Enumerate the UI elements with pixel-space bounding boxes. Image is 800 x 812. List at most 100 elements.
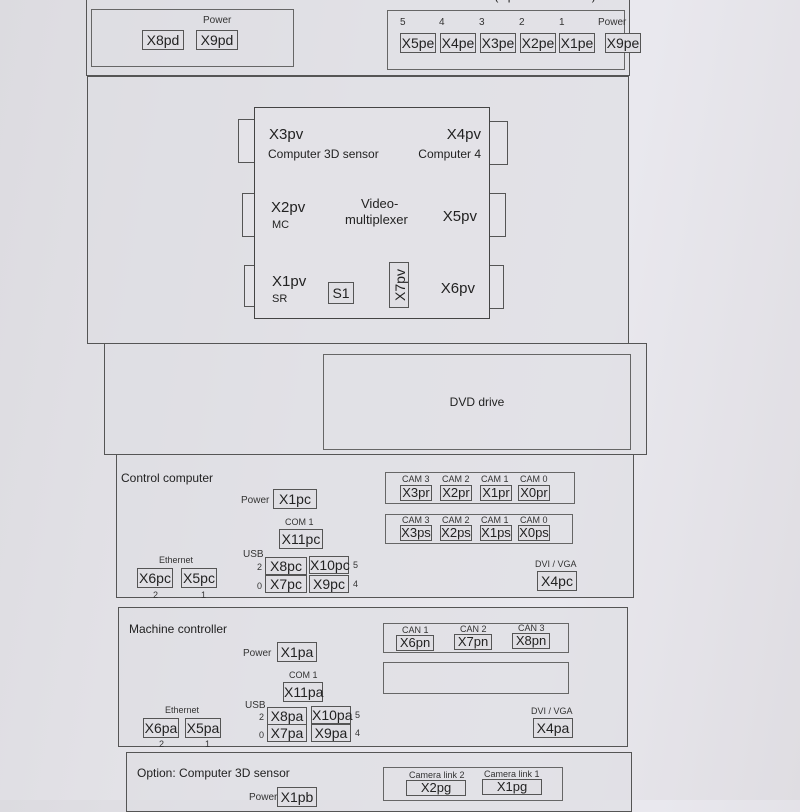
computer-3d-sensor-section: Option: Computer 3D sensor Power X1pb Ca… bbox=[126, 752, 632, 812]
connector-X4pc[interactable]: X4pc bbox=[537, 571, 577, 591]
mc-usb-num-0: 0 bbox=[259, 730, 265, 740]
mc-dvi-label: DVI / VGA bbox=[531, 706, 573, 716]
connector-X7pa[interactable]: X7pa bbox=[267, 724, 307, 742]
connector-X2pr[interactable]: X2pr bbox=[440, 485, 472, 501]
connector-X9pa[interactable]: X9pa bbox=[311, 724, 351, 742]
cc-usb-num-0: 0 bbox=[257, 581, 263, 591]
connector-X1pc[interactable]: X1pc bbox=[273, 489, 317, 509]
cam2-r-label: CAM 2 bbox=[442, 474, 470, 484]
connector-X8pa[interactable]: X8pa bbox=[267, 707, 307, 725]
connector-X7pn[interactable]: X7pn bbox=[454, 634, 492, 650]
usb-hub-power-label: Power bbox=[203, 15, 232, 26]
cc-dvi-label: DVI / VGA bbox=[535, 559, 577, 569]
connector-X2pg[interactable]: X2pg bbox=[406, 780, 466, 796]
connector-X9pd[interactable]: X9pd bbox=[196, 30, 238, 50]
connector-X1pe[interactable]: X1pe bbox=[559, 33, 595, 53]
connector-X1ps[interactable]: X1ps bbox=[480, 525, 512, 541]
dvd-drive-box: DVD drive bbox=[323, 354, 631, 450]
c3d-power-label: Power bbox=[249, 792, 278, 803]
cc-eth-num-2: 2 bbox=[153, 590, 159, 600]
cc-usb-num-5: 5 bbox=[353, 560, 359, 570]
connector-X4pe[interactable]: X4pe bbox=[440, 33, 476, 53]
connector-X7pv[interactable]: X7pv bbox=[389, 262, 409, 308]
connector-X5pe[interactable]: X5pe bbox=[400, 33, 436, 53]
connector-X6pa[interactable]: X6pa bbox=[143, 718, 179, 738]
cc-com-label: COM 1 bbox=[285, 517, 314, 527]
cam0-r-label: CAM 0 bbox=[520, 474, 548, 484]
eth-port-4-label: 4 bbox=[439, 17, 445, 28]
connector-X3ps[interactable]: X3ps bbox=[400, 525, 432, 541]
machine-controller-section: Machine controller Power X1pa COM 1 X11p… bbox=[118, 607, 628, 749]
mc-usb-num-2: 2 bbox=[259, 712, 265, 722]
cam2-s-label: CAM 2 bbox=[442, 515, 470, 525]
connector-X2ps[interactable]: X2ps bbox=[440, 525, 472, 541]
connector-X9pc[interactable]: X9pc bbox=[309, 575, 349, 593]
connector-X9pe[interactable]: X9pe bbox=[605, 33, 641, 53]
x2pv-label: X2pv bbox=[271, 199, 306, 216]
mc-power-label: Power bbox=[243, 648, 272, 659]
connector-X6pn[interactable]: X6pn bbox=[396, 635, 434, 651]
connector-X6pc[interactable]: X6pc bbox=[137, 568, 173, 588]
cam-row-s: CAM 3 CAM 2 CAM 1 CAM 0 X3ps X2ps X1ps X… bbox=[385, 514, 573, 544]
connector-X10pc[interactable]: X10pc bbox=[309, 556, 350, 574]
cam1-s-label: CAM 1 bbox=[481, 515, 509, 525]
eth-port-5-label: 5 bbox=[400, 17, 406, 28]
connector-X5pa[interactable]: X5pa bbox=[185, 718, 221, 738]
empty-slot bbox=[383, 662, 569, 694]
x3pv-desc: Computer 3D sensor bbox=[268, 147, 379, 161]
control-computer-title: Control computer bbox=[121, 471, 214, 485]
x1pv-label: X1pv bbox=[272, 273, 307, 290]
connector-X2pe[interactable]: X2pe bbox=[520, 33, 556, 53]
machine-controller-title: Machine controller bbox=[129, 622, 228, 636]
connector-X0ps[interactable]: X0ps bbox=[518, 525, 550, 541]
connector-X11pa[interactable]: X11pa bbox=[283, 682, 324, 702]
connector-X11pc[interactable]: X11pc bbox=[279, 529, 323, 549]
connector-X1pb[interactable]: X1pb bbox=[277, 787, 317, 807]
connector-X1pa[interactable]: X1pa bbox=[277, 642, 317, 662]
switch-S1[interactable]: S1 bbox=[328, 282, 354, 304]
cc-usb-num-2: 2 bbox=[257, 562, 263, 572]
usb-hub-box: Power X8pd X9pd bbox=[91, 9, 294, 67]
eth-port-1-label: 1 bbox=[559, 17, 565, 28]
connector-X4pa[interactable]: X4pa bbox=[533, 718, 573, 738]
ethernet-switch-title: Ethernet switch (Option 3D sensor) bbox=[409, 0, 596, 3]
mc-eth-num-1: 1 bbox=[205, 739, 211, 749]
connector-X3pe[interactable]: X3pe bbox=[480, 33, 516, 53]
usb-hub-title: USB Hub bbox=[167, 0, 217, 3]
connector-X0pr[interactable]: X0pr bbox=[518, 485, 550, 501]
stub-x5pv bbox=[488, 193, 506, 237]
camera-link-1-label: Camera link 1 bbox=[484, 769, 540, 779]
computer-3d-sensor-title: Option: Computer 3D sensor bbox=[137, 766, 290, 780]
dvd-drive-label: DVD drive bbox=[449, 395, 505, 409]
connector-X1pg[interactable]: X1pg bbox=[482, 779, 542, 795]
eth-power-label: Power bbox=[598, 17, 627, 28]
eth-port-2-label: 2 bbox=[519, 17, 525, 28]
cc-eth-num-1: 1 bbox=[201, 590, 207, 600]
can2-label: CAN 2 bbox=[460, 624, 487, 634]
control-computer-section: Control computer Power X1pc COM 1 X11pc … bbox=[116, 454, 634, 600]
can3-label: CAN 3 bbox=[518, 623, 545, 633]
cc-ethernet-label: Ethernet bbox=[159, 555, 194, 565]
x2pv-desc: MC bbox=[272, 219, 290, 231]
cam1-r-label: CAM 1 bbox=[481, 474, 509, 484]
mc-usb-num-4: 4 bbox=[355, 728, 361, 738]
stub-x4pv bbox=[488, 121, 508, 165]
mc-usb-label: USB bbox=[245, 700, 266, 711]
mc-ethernet-label: Ethernet bbox=[165, 705, 200, 715]
connector-X10pa[interactable]: X10pa bbox=[311, 706, 353, 724]
cc-power-label: Power bbox=[241, 495, 270, 506]
camera-link-group: Camera link 2 Camera link 1 X2pg X1pg bbox=[383, 767, 563, 801]
connector-X1pr[interactable]: X1pr bbox=[480, 485, 512, 501]
x4pv-label: X4pv bbox=[446, 126, 481, 143]
mc-usb-num-5: 5 bbox=[355, 710, 361, 720]
connector-X8pd[interactable]: X8pd bbox=[142, 30, 184, 50]
connector-X8pn[interactable]: X8pn bbox=[512, 633, 550, 649]
connector-X8pc[interactable]: X8pc bbox=[265, 557, 307, 575]
cam3-r-label: CAM 3 bbox=[402, 474, 430, 484]
vm-title-1: Video- bbox=[361, 196, 399, 211]
connector-X3pr[interactable]: X3pr bbox=[400, 485, 432, 501]
connector-X5pc[interactable]: X5pc bbox=[181, 568, 217, 588]
eth-port-3-label: 3 bbox=[479, 17, 485, 28]
x5pv-label: X5pv bbox=[442, 208, 477, 225]
connector-X7pc[interactable]: X7pc bbox=[265, 575, 307, 593]
